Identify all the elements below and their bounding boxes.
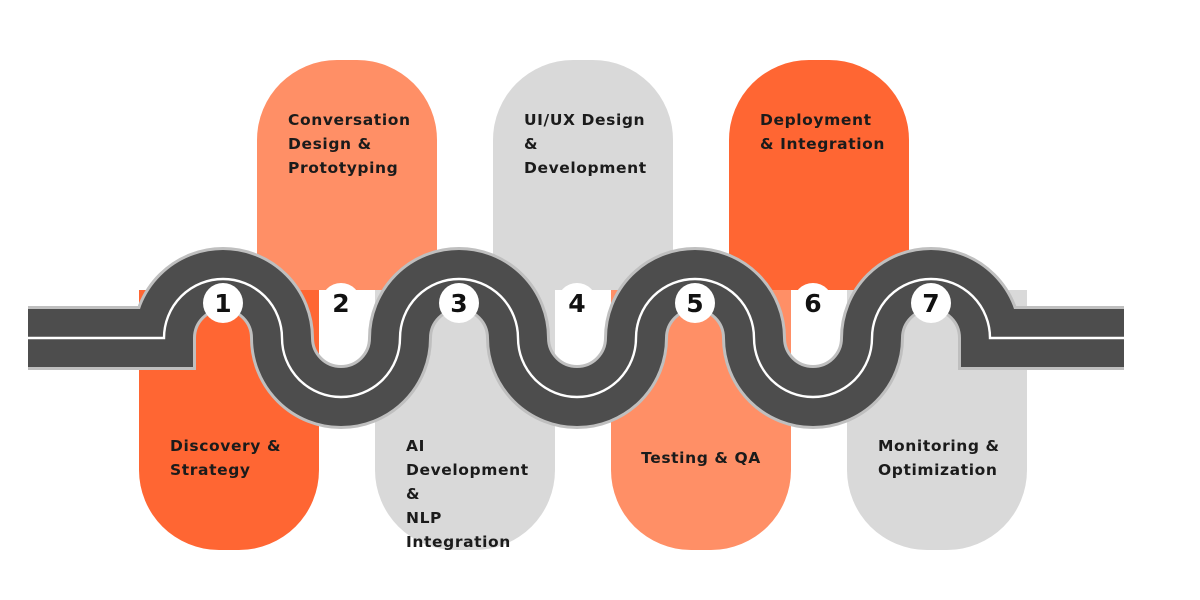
step-6-number: 6 bbox=[804, 289, 822, 318]
road-center-line bbox=[28, 277, 1124, 399]
step-6-card bbox=[729, 60, 909, 290]
step-7-title: Monitoring & Optimization bbox=[878, 437, 1000, 479]
step-4-card bbox=[493, 60, 673, 290]
step-5-title: Testing & QA bbox=[641, 449, 761, 467]
step-7-number: 7 bbox=[922, 289, 940, 318]
step-2-title: Conversation Design & Prototyping bbox=[288, 111, 411, 177]
step-1-number: 1 bbox=[214, 289, 232, 318]
step-1-circle bbox=[203, 283, 243, 323]
step-3-circle bbox=[439, 283, 479, 323]
step-6-title: Deployment & Integration bbox=[760, 111, 886, 153]
step-4-circle bbox=[557, 283, 597, 323]
step-3-title: AI Development & NLP Integration bbox=[406, 437, 529, 551]
step-1-title: Discovery & Strategy bbox=[170, 437, 282, 479]
step-7-circle bbox=[911, 283, 951, 323]
step-3-number: 3 bbox=[450, 289, 468, 318]
step-2-circle bbox=[321, 283, 361, 323]
step-2-number: 2 bbox=[332, 289, 350, 318]
step-2-card bbox=[257, 60, 437, 290]
step-4-title: UI/UX Design & Development bbox=[524, 111, 647, 177]
step-6-circle bbox=[793, 283, 833, 323]
step-4-number: 4 bbox=[568, 289, 586, 318]
step-5-circle bbox=[675, 283, 715, 323]
step-5-number: 5 bbox=[686, 289, 704, 318]
